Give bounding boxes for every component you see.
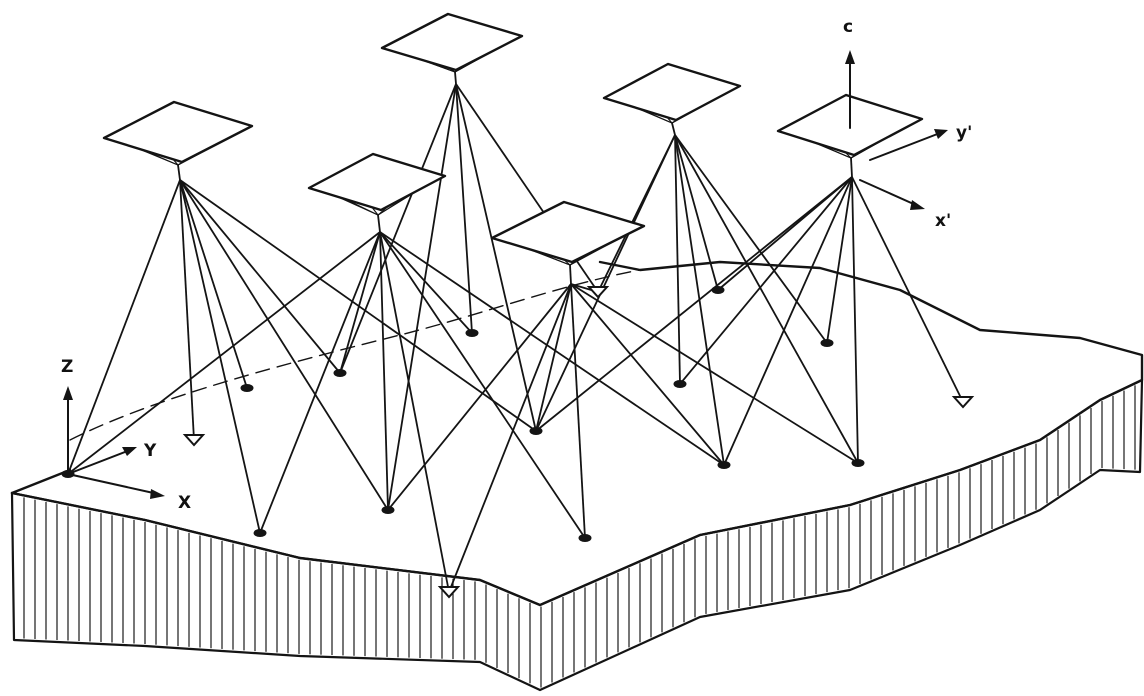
control-point-triangle (185, 435, 203, 445)
image-plane (492, 202, 644, 262)
world-x-arrowhead (150, 489, 165, 499)
ground-point (852, 459, 865, 467)
ray-line (680, 177, 852, 384)
control-point-triangle (440, 587, 458, 597)
ray-line (260, 232, 380, 533)
ground-point (530, 427, 543, 435)
image-frame (604, 64, 740, 135)
camera-x-label: x' (935, 211, 951, 231)
image-plane (104, 102, 252, 162)
frame-stem-line (851, 158, 852, 177)
ray-line (724, 177, 852, 465)
ray-line (449, 284, 571, 592)
image-plane (382, 14, 522, 70)
terrain-top-outline (12, 262, 1142, 605)
ground-point (334, 369, 347, 377)
ray-line (536, 135, 675, 431)
world-y-axis (68, 450, 130, 474)
image-rays (68, 84, 963, 592)
ray-line (571, 284, 858, 463)
world-origin-point (62, 471, 74, 478)
frame-stem-line (672, 123, 675, 135)
camera-x-arrowhead (910, 200, 925, 210)
image-frames (104, 14, 922, 284)
camera-y-label: y' (956, 123, 972, 143)
ray-line (718, 177, 852, 290)
image-frame (382, 14, 522, 84)
image-plane (604, 64, 740, 120)
ground-point (712, 286, 725, 294)
frame-stem-line (455, 72, 456, 84)
frame-stem-line (178, 165, 180, 180)
ray-line (675, 135, 858, 463)
image-frame (104, 102, 252, 180)
ray-line (380, 232, 388, 510)
ground-point (254, 529, 267, 537)
ground-point (241, 384, 254, 392)
ground-point (579, 534, 592, 542)
ray-line (571, 284, 585, 538)
ground-point (466, 329, 479, 337)
terrain-side-face (12, 380, 1142, 690)
control-point-triangle (954, 397, 972, 407)
ground-point (382, 506, 395, 514)
control-point-triangle (589, 287, 607, 297)
ray-line (675, 135, 827, 343)
ray-line (380, 232, 449, 592)
ground-point (718, 461, 731, 469)
ray-line (180, 180, 388, 510)
ground-points (62, 286, 973, 597)
camera-c-label: c (843, 17, 853, 37)
ray-line (340, 232, 380, 373)
ray-line (380, 232, 472, 333)
ray-line (388, 84, 456, 510)
camera-c-arrowhead (845, 50, 855, 64)
frame-stem-line (570, 265, 571, 284)
world-x-label: X (178, 493, 191, 513)
ground-point (674, 380, 687, 388)
terrain-left-edge (12, 470, 70, 493)
frame-stem-line (378, 215, 380, 232)
ray-line (380, 232, 585, 538)
camera-y-arrowhead (934, 129, 948, 139)
ground-point (821, 339, 834, 347)
ray-line (852, 177, 858, 463)
ray-line (675, 135, 680, 384)
terrain-block (12, 262, 1142, 690)
world-z-label: Z (61, 357, 73, 377)
image-frame (309, 154, 445, 232)
world-z-arrowhead (63, 386, 73, 400)
world-y-label: Y (143, 441, 157, 461)
camera-x-axis (860, 180, 918, 206)
world-x-axis (68, 474, 158, 494)
